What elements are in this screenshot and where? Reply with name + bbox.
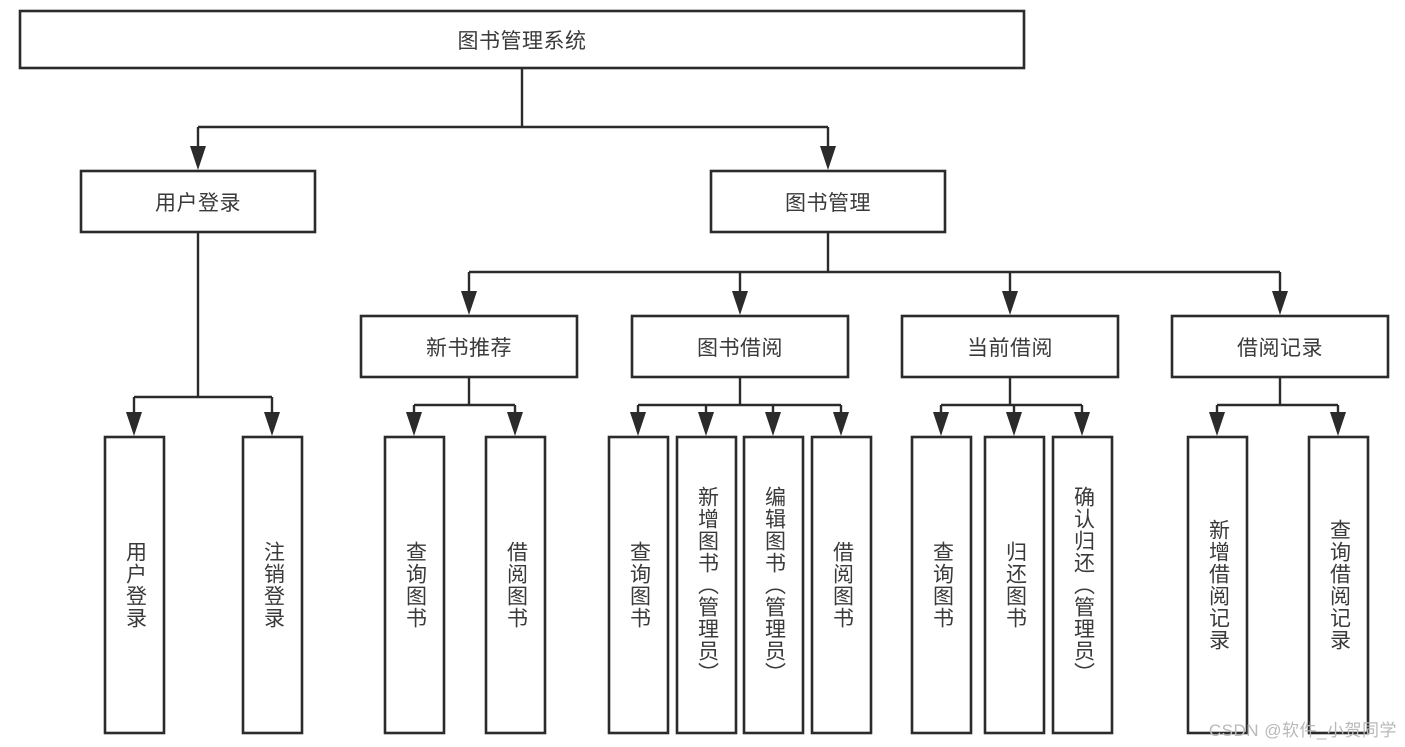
- arrow-head-icon: [1006, 412, 1022, 436]
- connector-borrow-record-to-leaves: [1209, 377, 1346, 436]
- node-box-new-book-recommend[interactable]: [359, 314, 579, 379]
- arrow-head-icon: [765, 412, 781, 436]
- node-box-book-management[interactable]: [709, 169, 947, 234]
- connector-user-login-to-leaves: [126, 232, 280, 436]
- node-box-user-login[interactable]: [79, 169, 317, 234]
- node-box-leaf-current-1[interactable]: [910, 435, 973, 735]
- arrow-head-icon: [406, 412, 422, 436]
- connector-book-borrow-to-leaves: [630, 377, 849, 436]
- arrow-head-icon: [833, 412, 849, 436]
- arrow-head-icon: [507, 412, 523, 436]
- arrow-head-icon: [933, 412, 949, 436]
- node-box-borrow-record[interactable]: [1170, 314, 1390, 379]
- watermark-text: CSDN @软件_小贺同学: [1208, 721, 1397, 740]
- node-box-current-borrow[interactable]: [900, 314, 1120, 379]
- arrow-head-icon: [1272, 291, 1288, 315]
- arrow-head-icon: [732, 291, 748, 315]
- node-box-leaf-borrow-4[interactable]: [810, 435, 873, 735]
- arrow-head-icon: [264, 412, 280, 436]
- node-box-leaf-borrow-2[interactable]: [675, 435, 738, 735]
- connector-recommend-to-leaves: [406, 377, 523, 436]
- arrow-head-icon: [1074, 412, 1090, 436]
- node-box-book-borrow[interactable]: [630, 314, 850, 379]
- node-box-leaf-current-3[interactable]: [1051, 435, 1114, 735]
- node-box-leaf-borrow-1[interactable]: [607, 435, 670, 735]
- arrow-head-icon: [1330, 412, 1346, 436]
- node-box-leaf-record-1[interactable]: [1186, 435, 1249, 735]
- arrow-head-icon: [1209, 412, 1225, 436]
- arrow-head-icon: [190, 146, 206, 170]
- node-box-leaf-user-login-2[interactable]: [241, 435, 304, 735]
- node-box-leaf-record-2[interactable]: [1307, 435, 1370, 735]
- node-box-leaf-user-login-1[interactable]: [103, 435, 166, 735]
- arrow-head-icon: [1002, 291, 1018, 315]
- arrow-head-icon: [820, 146, 836, 170]
- connector-root-to-level2: [190, 68, 836, 170]
- connector-book-management-to-level3: [461, 232, 1288, 315]
- arrow-head-icon: [126, 412, 142, 436]
- connector-current-borrow-to-leaves: [933, 377, 1090, 436]
- node-box-leaf-current-2[interactable]: [983, 435, 1046, 735]
- arrow-head-icon: [461, 291, 477, 315]
- node-box-root[interactable]: [18, 9, 1026, 70]
- node-box-leaf-recommend-2[interactable]: [484, 435, 547, 735]
- arrow-head-icon: [630, 412, 646, 436]
- node-box-leaf-recommend-1[interactable]: [383, 435, 446, 735]
- arrow-head-icon: [698, 412, 714, 436]
- node-box-leaf-borrow-3[interactable]: [742, 435, 805, 735]
